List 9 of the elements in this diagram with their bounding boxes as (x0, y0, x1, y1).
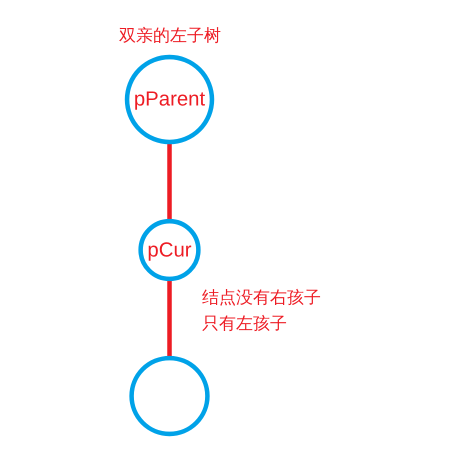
node-label: pCur (147, 237, 192, 263)
annotation-text: 双亲的左子树 (119, 25, 221, 47)
circle-node (129, 356, 210, 436)
circle-node (124, 54, 214, 144)
connector-line (167, 278, 172, 358)
connector-line (167, 142, 172, 222)
circle-node (138, 218, 201, 282)
node-label: pParent (134, 86, 206, 112)
annotation-text: 结点没有右孩子只有左孩子 (202, 287, 322, 336)
